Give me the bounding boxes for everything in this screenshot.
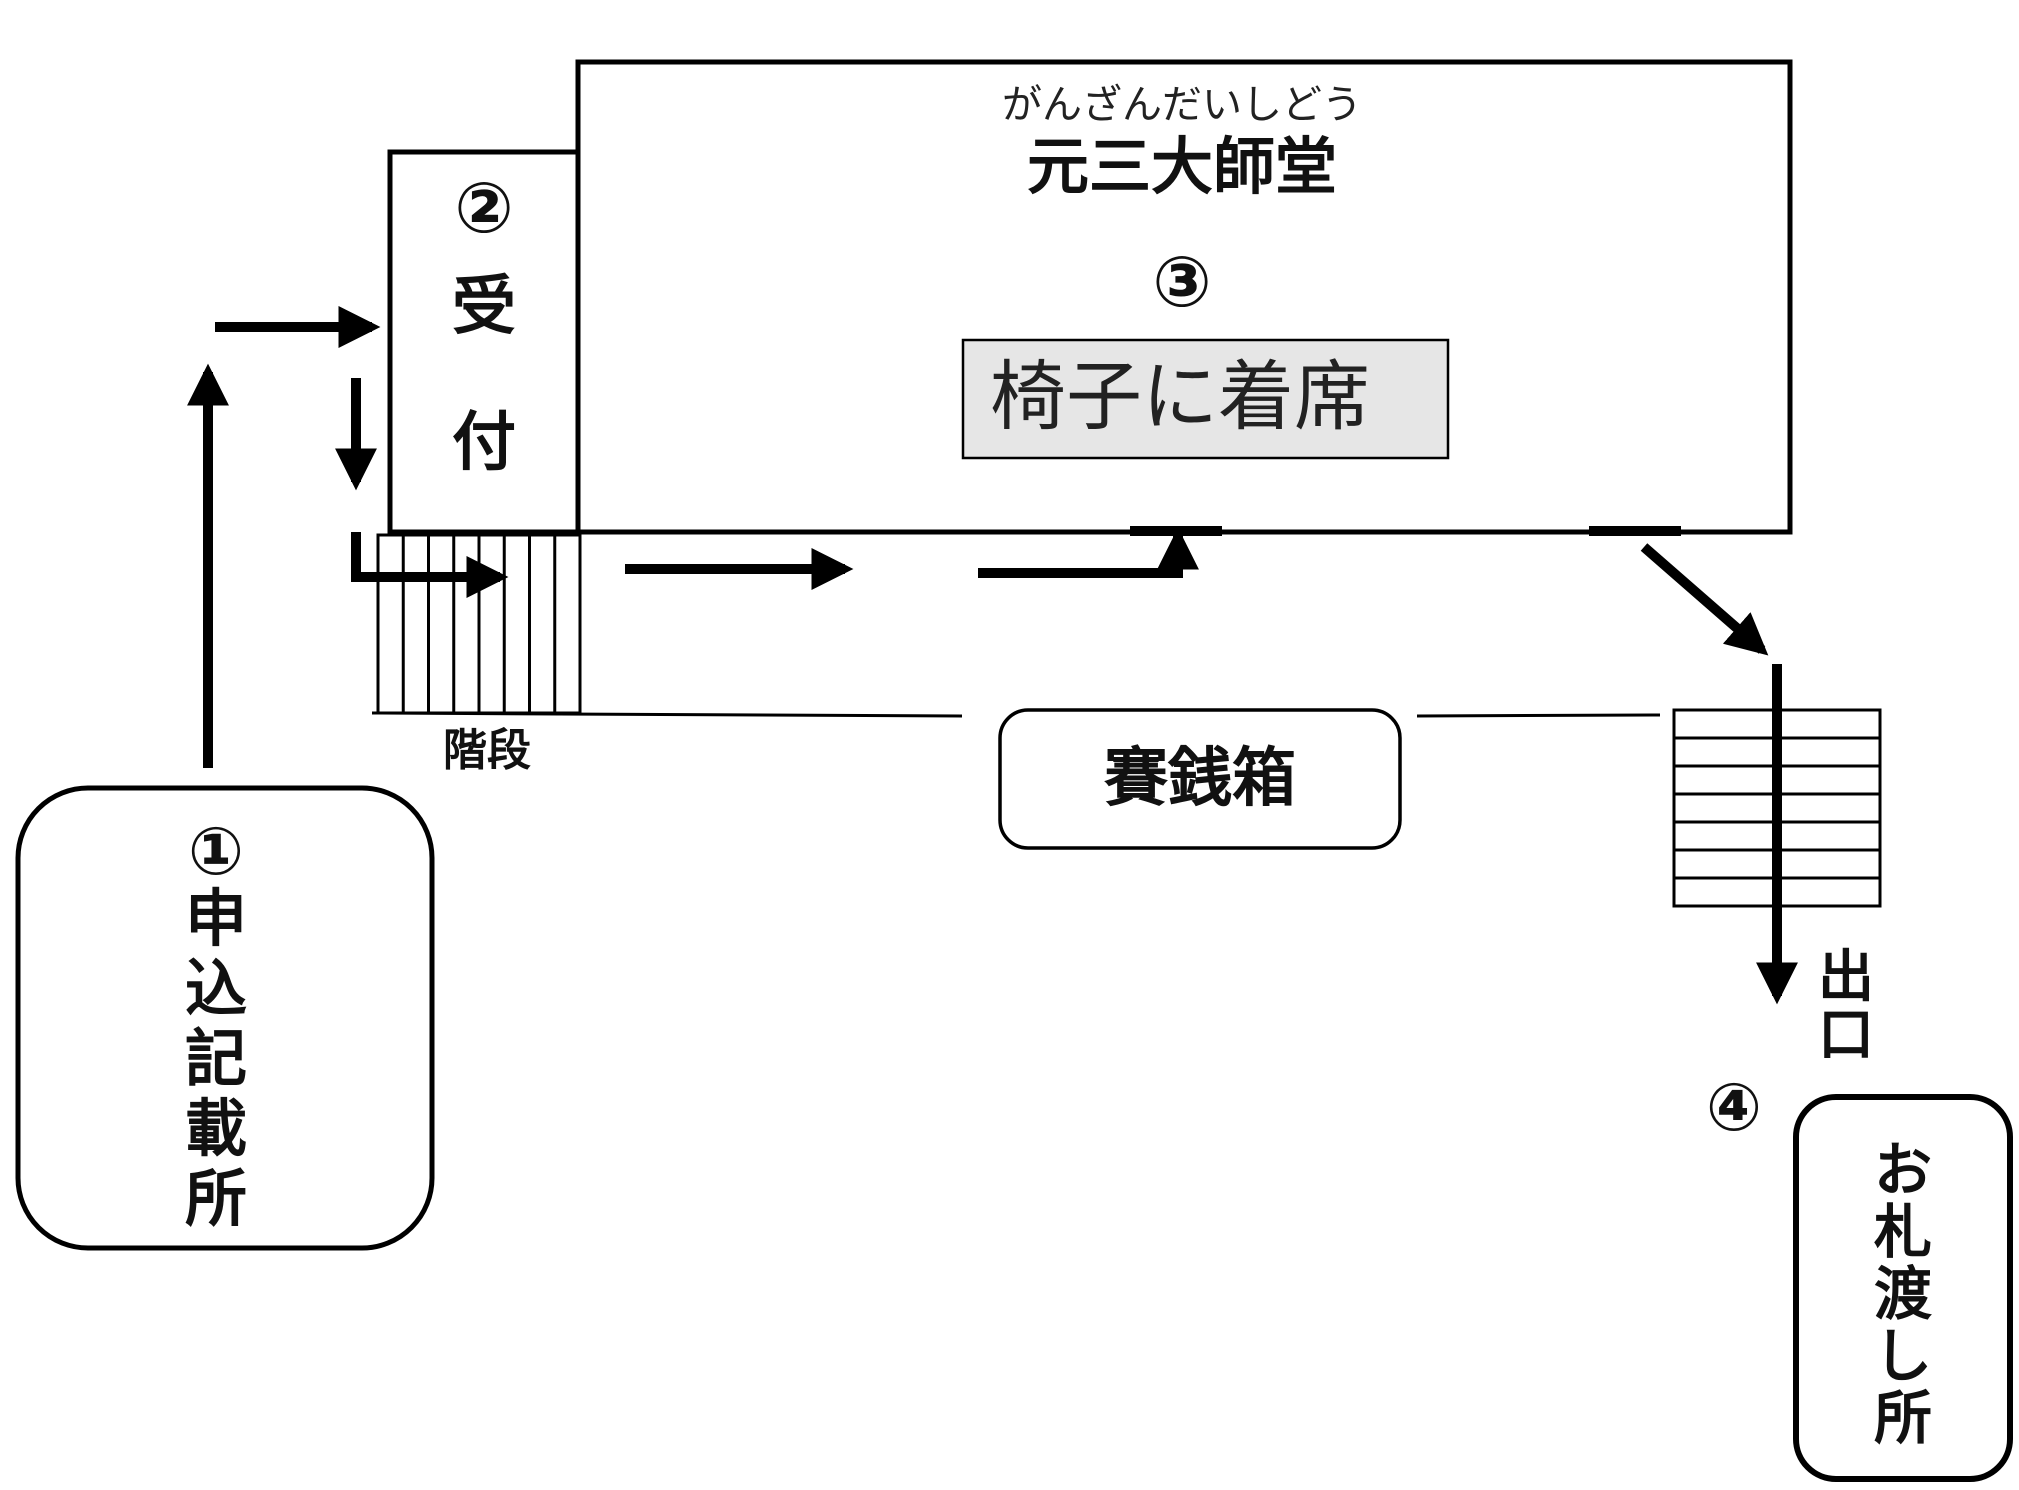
offering-box-outline [998, 708, 1402, 850]
step1-char-4: 載 [185, 1092, 247, 1165]
amulet-counter: お 札 渡 し 所 [1793, 1094, 2013, 1482]
exit-char-2: 口 [1818, 1003, 1874, 1068]
step4-char-5: 所 [1874, 1384, 1932, 1452]
step1-char-3: 記 [185, 1022, 247, 1095]
step1-char-2: 込 [185, 952, 247, 1025]
step1-number: ① [188, 813, 244, 890]
seat-label: 椅子に着席 [990, 352, 1370, 441]
ground-line [371, 711, 1661, 718]
step4-number: ④ [1706, 1069, 1762, 1146]
step4-char-4: し [1874, 1322, 1932, 1390]
reception-outline [387, 149, 581, 535]
step4-char-1: お [1874, 1136, 1932, 1204]
hall-furigana: がんざんだいしどう [1002, 82, 1362, 128]
step1-char-1: 申 [185, 882, 247, 955]
step3-number: ③ [1152, 241, 1211, 323]
reception-char-2: 付 [452, 406, 516, 480]
step1-char-5: 所 [185, 1162, 247, 1235]
stairs-label: 階段 [443, 725, 531, 776]
exit-char-1: 出 [1818, 945, 1874, 1010]
step2-number: ② [454, 167, 513, 249]
hall-name: 元三大師堂 [1027, 130, 1337, 203]
seat-box [961, 338, 1450, 460]
reception-char-1: 受 [452, 270, 516, 344]
amulet-counter-outline [1793, 1094, 2013, 1482]
reception: ② 受 付 [387, 149, 581, 535]
application-desk: ① 申 込 記 載 所 [15, 785, 435, 1251]
arrow-into-stairs [351, 532, 509, 598]
offering-box: 賽銭箱 [998, 708, 1402, 850]
offering-box-label: 賽銭箱 [1104, 742, 1296, 816]
application-desk-outline [15, 785, 435, 1251]
step4-char-3: 渡 [1874, 1260, 1932, 1328]
step4-char-2: 札 [1874, 1198, 1932, 1266]
arrow-into-hall [978, 527, 1199, 578]
main-hall: がんざんだいしどう 元三大師堂 ③ 椅子に着席 [575, 59, 1793, 536]
stairs-left: 階段 [376, 533, 582, 776]
arrow-out-of-hall [1640, 543, 1769, 656]
flow-arrows [187, 306, 1798, 1005]
